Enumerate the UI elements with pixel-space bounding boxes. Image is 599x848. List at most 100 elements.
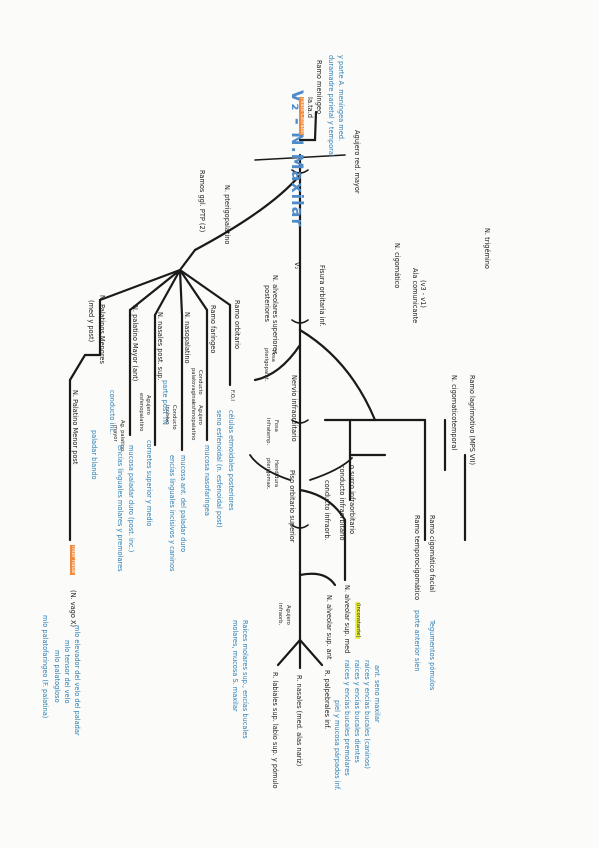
- n-palatino-menor-blue: paladar blando: [90, 430, 98, 480]
- n-nasopalatino-blue-3: encías linguales incisivos y caninos: [168, 455, 176, 572]
- n-alv-ant-blue-1: raíces y encías bucales (caninos): [363, 660, 371, 769]
- ramo-lagrimal: Ramo lagrimotivo (MPS VII): [468, 375, 476, 466]
- conducto-infraorb-2: conducto infraorb.: [323, 480, 331, 541]
- ramo-orbitario-sub: F.O.I: [229, 390, 235, 401]
- n-alv-med-hl: (inconstante): [354, 602, 361, 639]
- fosa-sub-3: Hendidura: [273, 460, 279, 488]
- n-nasopalatino-blue-1: parte post TN: [161, 380, 169, 425]
- m-palatogloso: mlo palatogloso: [53, 650, 61, 703]
- n-nasales-post: N. nasales post. sup.: [156, 312, 164, 381]
- agujero-infraorb: Agujero: [285, 605, 291, 625]
- fosa-sub-4: pterigomax.: [265, 458, 271, 490]
- piso-orbita: Piso orbitario superior: [288, 470, 296, 543]
- alveolar-post-blue-2: molares, mucosa S. maxilar: [231, 620, 239, 712]
- trunk-mark: [291, 524, 309, 529]
- n-palatino-mayor-blue-2: mucosa paladar duro (post. inc.): [127, 445, 135, 553]
- n-pterigopalatino: N. pterigopalatino: [223, 185, 231, 245]
- inter-nasal: inter nasal: [69, 545, 76, 575]
- alveolar-post: [253, 343, 302, 382]
- ptp-fan: [178, 268, 184, 317]
- n-alv-ant: N. alveolar sup. ant: [325, 595, 333, 660]
- n-vago: (N. vago X): [69, 590, 77, 628]
- end-fan: [276, 638, 302, 667]
- n-nasopalatino-blue-2: mucosa ant. del paladar duro: [179, 455, 187, 553]
- r-palpebrales-blue: piel y mucosa párpados inf.: [333, 700, 341, 791]
- n-palatino-mayor: N. palatino Mayor (ant): [131, 305, 139, 382]
- ramo-faringeo-sub-1: Conducto: [197, 370, 203, 395]
- r-labiales: R. labiales sup. labio sup. y pómulo: [271, 672, 279, 789]
- anastomosis-2: (v3 - v1): [419, 280, 427, 308]
- end-fan: [298, 638, 324, 667]
- surco: o surco infraorbitario: [348, 465, 356, 535]
- ramo-temporal-blue: parte anterior sien: [413, 610, 421, 672]
- n-palatinos-menores-2: (med y post): [87, 300, 95, 343]
- fosa-ptg: Fosa: [270, 350, 276, 362]
- n-palatino-menor-post: N. Palatino Menor post: [71, 390, 79, 465]
- ramo-meningeo: Ramo meningeo: [315, 60, 323, 114]
- alveolar-post-blue-1: Raíces molares sup., encías bucales: [241, 620, 249, 739]
- n-palatino-mayor-blue-1: conducto inc.: [108, 390, 116, 435]
- ramo-temporal: Ramo temporocigomático: [413, 515, 421, 601]
- fosa-ptg-2: pterigopalat.: [263, 348, 269, 382]
- m-tensor: mlo tensor del velo: [63, 640, 71, 704]
- trunk-mark: [291, 169, 309, 174]
- ramo-faringeo-blue: mucosa nasofaríngea: [203, 445, 211, 516]
- n-nasopalatino: N. nasopalatino: [183, 312, 191, 364]
- n-alveolares-post-2: posteriores: [263, 285, 271, 322]
- conducto-infraorb: conducto infraorbitario: [338, 465, 346, 541]
- branch-zygomatic: [298, 328, 377, 422]
- branch-ptp-to-fan: [178, 248, 197, 272]
- n-alv-med-blue-2: raíces y encías bucales dientes: [353, 660, 361, 763]
- ramo-faringeo-sub-4: esfenopalatino: [190, 402, 196, 441]
- ramo-orbitario: Ramo orbitario: [233, 300, 241, 349]
- ramo-cigomaticofacial: Ramo cigomático facial: [428, 515, 436, 593]
- ramo-cigomaticofacial-blue: Tegumentos pómulos: [428, 620, 436, 691]
- n-nasales-sub-2: esfenopalatino: [138, 393, 144, 432]
- ramos-ggl: Ramos ggl. PTP (2): [198, 170, 206, 233]
- fosa-sub-1: Fosa: [273, 420, 279, 432]
- ptp-palat-menor-branch: [68, 298, 102, 382]
- n-cigomaticotemporal: N. cigomaticotemporal: [450, 375, 458, 451]
- m-elevador: mlo elevador del velo del paladar: [73, 625, 81, 736]
- alveolar-ant: [298, 572, 337, 587]
- v2-label: V₂: [293, 262, 301, 270]
- tag-2: Hiato Cerrado: [298, 97, 305, 136]
- tag-1: Ia.ta.d: [306, 97, 314, 118]
- n-nasales-blue-1: cornetes superior y medio: [145, 440, 153, 527]
- ptp-fan: [178, 268, 232, 307]
- n-nasopalatino-sub-1: Conducto: [171, 405, 177, 430]
- ramo-faringeo-sub-3: Agujero: [197, 405, 203, 425]
- alveolar-med: [298, 488, 347, 582]
- ramo-orbitario-blue-2: seno esfenoidal (n. esfenoidal post): [215, 410, 223, 528]
- n-alveolares-post: N. alveolares superiores: [271, 275, 279, 355]
- ptp-fan: [153, 268, 182, 317]
- trunk-mark: [291, 419, 309, 424]
- n-alv-med: N. alveolar sup. med: [343, 585, 351, 654]
- agujero-infraorb-2: infraorb.: [277, 603, 283, 626]
- meningeo-detail-2: y parte A. meníngea med.: [337, 55, 345, 142]
- r-palpebrales: R. palpebrales inf.: [323, 670, 331, 730]
- m-palatofaringeo: mlo palatofaríngeo (F. palatina): [41, 615, 49, 719]
- ptp-fan: [98, 268, 182, 302]
- n-palatinos-menores: N. Palatinos Menores: [98, 295, 106, 364]
- fisura: Fisura orbitaria inf.: [318, 265, 326, 327]
- meningeo-branch: [298, 110, 318, 142]
- meningeo-cut: [254, 154, 346, 161]
- n-nasales-sub-1: Agujero: [145, 395, 151, 415]
- meningeo-detail-1: duramadre parietal y temporal: [327, 55, 335, 157]
- branch-ptp: [193, 173, 302, 252]
- r-nasales: R. nasales (med. alas nariz): [295, 675, 303, 767]
- anastomosis: Ala comunicante: [411, 268, 419, 324]
- conducto-arc: [249, 454, 291, 481]
- n-palatino-mayor-blue-3: encías linguales molares y premolares: [116, 445, 124, 572]
- ramo-orbitario-blue-1: células etmoidales posteriores: [227, 410, 235, 511]
- n-alv-ant-blue-2: ant. seno maxilar: [373, 665, 381, 723]
- agujero-redondo: Agujero red. mayor: [353, 130, 361, 194]
- ptp-fan: [128, 268, 182, 312]
- ramo-faringeo: Ramo faríngeo: [209, 305, 217, 354]
- fosa-sub-2: infratemp.: [265, 418, 271, 446]
- ramo-faringeo-sub-2: palatovaginal: [190, 368, 196, 404]
